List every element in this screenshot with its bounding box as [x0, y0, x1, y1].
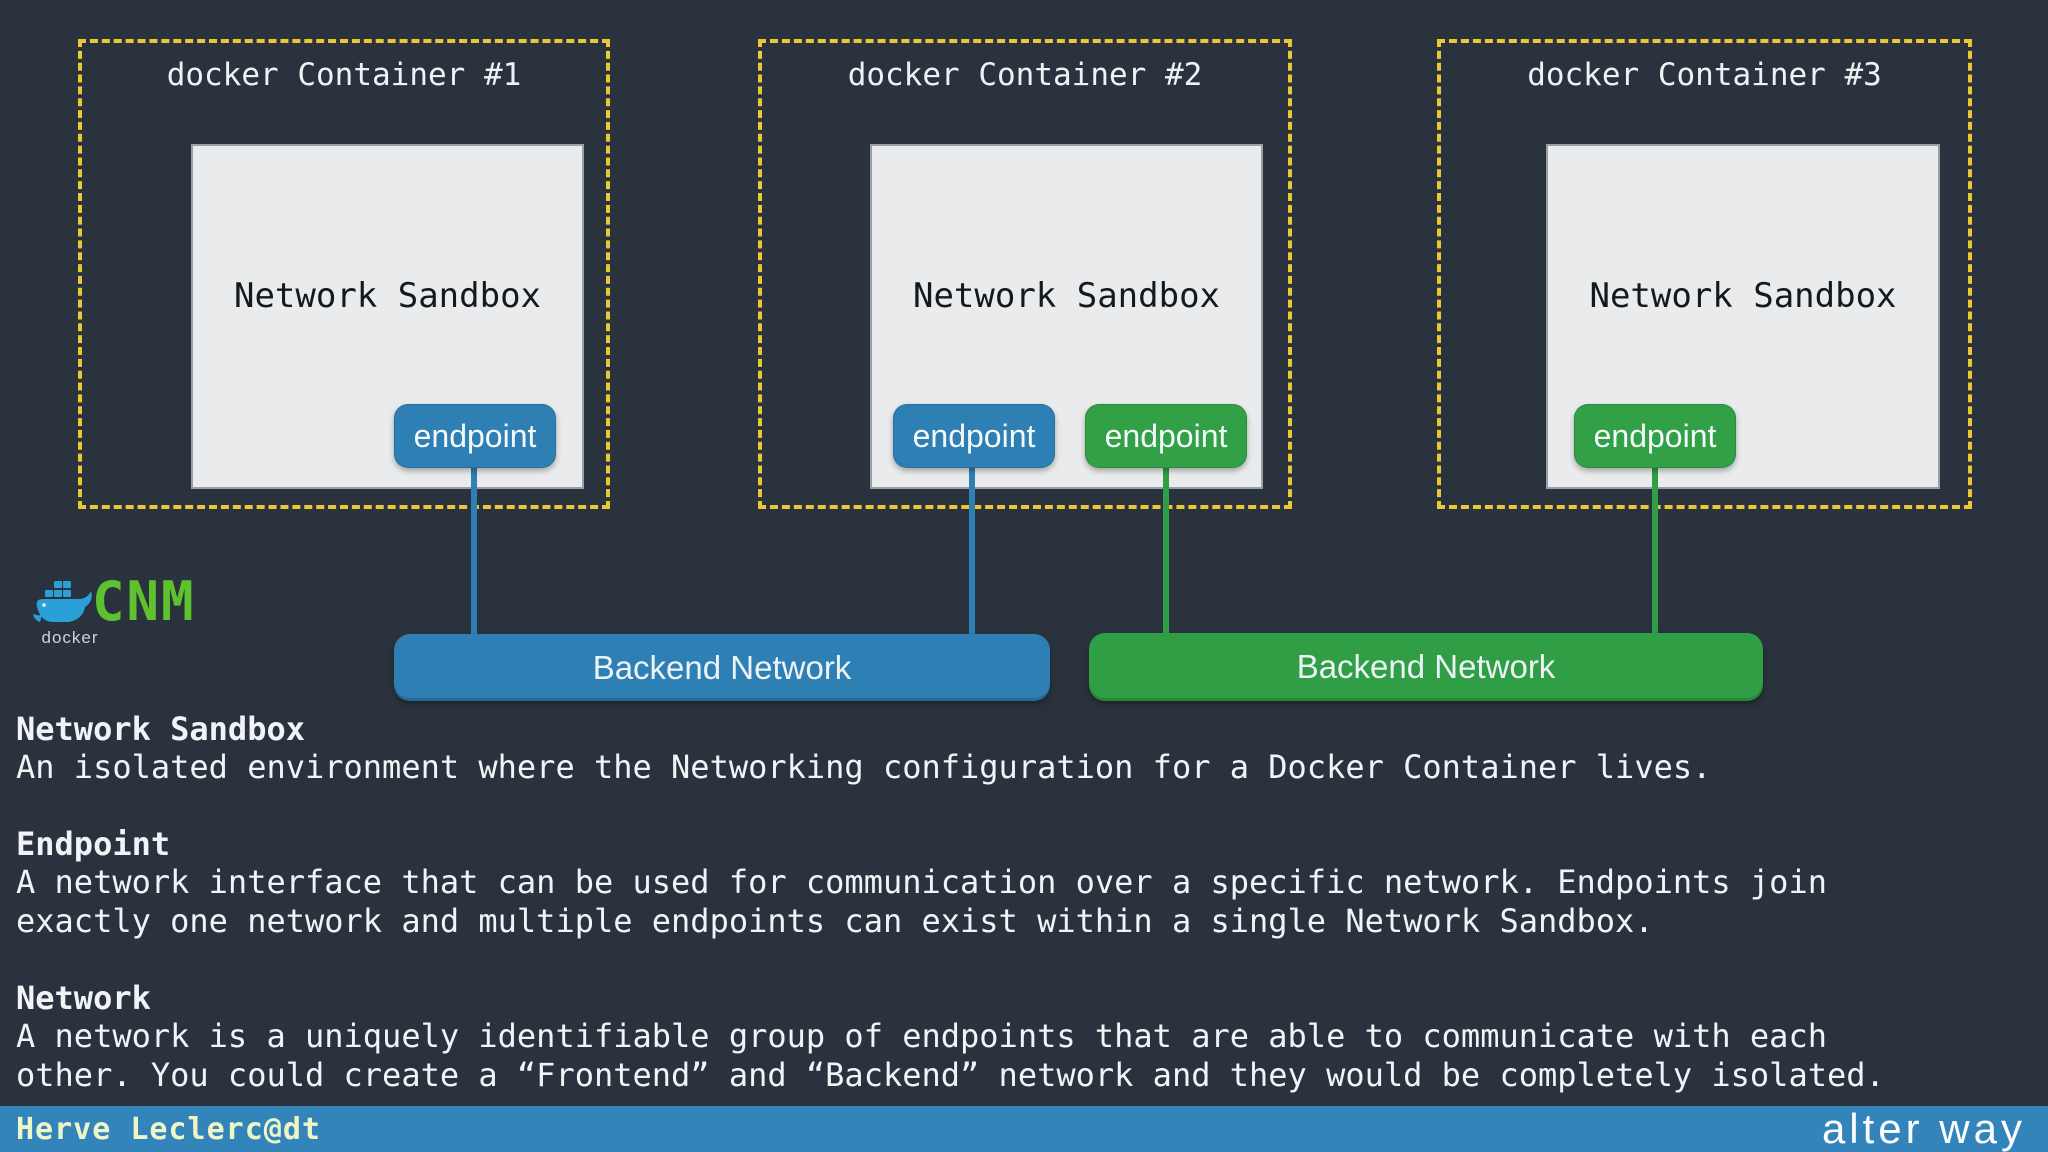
endpoint-node-green: endpoint [1085, 404, 1247, 468]
docker-container-3: docker Container #3 Network Sandbox endp… [1437, 39, 1972, 509]
cnm-logo: docker CNM [26, 570, 256, 654]
network-sandbox-label: Network Sandbox [233, 276, 542, 316]
definition-desc-endpoint: A network interface that can be used for… [16, 863, 1827, 940]
container-title: docker Container #2 [847, 57, 1203, 93]
endpoint-node-green: endpoint [1574, 404, 1736, 468]
docker-container-2: docker Container #2 Network Sandbox endp… [758, 39, 1292, 509]
definitions-section: Network Sandbox An isolated environment … [16, 710, 1916, 1095]
footer-company-logo: alter way [1821, 1105, 2026, 1152]
endpoint-label: endpoint [912, 417, 1036, 454]
endpoint-label: endpoint [1104, 417, 1228, 454]
docker-whale-icon [33, 581, 92, 622]
definition-term-endpoint: Endpoint [16, 825, 171, 863]
network-label: Backend Network [1296, 648, 1556, 685]
network-sandbox-label: Network Sandbox [1589, 276, 1897, 316]
docker-wordmark: docker [41, 628, 99, 647]
footer-author: Herve Leclerc@dt [16, 1111, 321, 1147]
backend-network-blue: Backend Network [394, 634, 1050, 701]
definition-desc-network-sandbox: An isolated environment where the Networ… [16, 748, 1712, 786]
definition-term-network: Network [16, 979, 151, 1017]
connector-c1-to-blue-network [471, 466, 477, 640]
connector-c2-to-blue-network [969, 466, 975, 640]
backend-network-green: Backend Network [1089, 633, 1763, 701]
endpoint-label: endpoint [1593, 417, 1717, 454]
network-label: Backend Network [592, 648, 852, 686]
footer-bar: Herve Leclerc@dt alter way [0, 1105, 2048, 1152]
endpoint-node-blue: endpoint [893, 404, 1055, 468]
endpoint-label: endpoint [413, 417, 537, 454]
network-sandbox: Network Sandbox [191, 144, 584, 489]
cnm-acronym: CNM [92, 570, 196, 633]
connector-c3-to-green-network [1652, 466, 1658, 638]
docker-container-1: docker Container #1 Network Sandbox endp… [78, 39, 610, 509]
endpoint-node-blue: endpoint [394, 404, 556, 468]
network-sandbox-label: Network Sandbox [912, 276, 1221, 316]
definition-desc-network: A network is a uniquely identifiable gro… [16, 1017, 1885, 1094]
definition-term-network-sandbox: Network Sandbox [16, 710, 305, 748]
container-title: docker Container #1 [166, 57, 522, 93]
container-title: docker Container #3 [1527, 57, 1882, 93]
connector-c2-to-green-network [1163, 466, 1169, 638]
